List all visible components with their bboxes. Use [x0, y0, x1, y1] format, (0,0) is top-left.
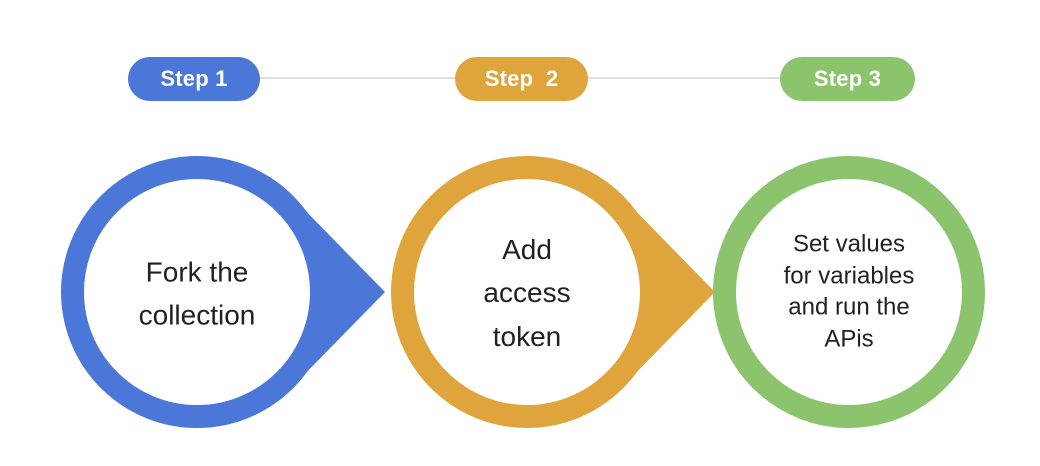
step-1-label: Fork the collection	[138, 256, 256, 331]
step-3-ring	[713, 156, 985, 428]
step-2-badge-label: Step 2	[484, 66, 559, 91]
step-1-badge-label: Step 1	[160, 66, 228, 91]
step-2-ring	[391, 156, 663, 428]
step-1-circle-shape	[61, 156, 385, 428]
step-3-badge-label: Step 3	[813, 66, 882, 91]
step-1-ring	[61, 156, 333, 428]
step-2-circle-shape	[391, 156, 715, 428]
step-3-label: Set values for variables and run the APi…	[783, 230, 915, 353]
step-2-label: Add access token	[483, 233, 571, 352]
step-1-badge: Step 1	[128, 57, 260, 101]
step-3-badge: Step 3	[780, 57, 915, 101]
step-3-circle-shape	[713, 156, 985, 428]
step-2-badge: Step 2	[455, 57, 588, 101]
